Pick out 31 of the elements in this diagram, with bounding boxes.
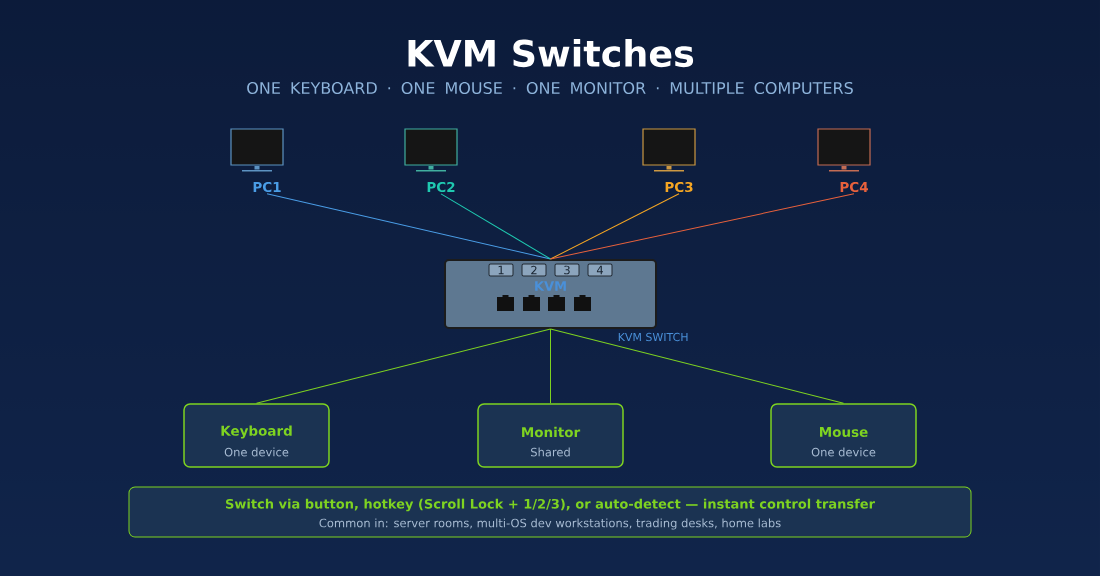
- box-title: Monitor: [522, 426, 581, 438]
- device-box: [770, 403, 917, 468]
- connector-line: [550, 193, 680, 260]
- port-button: 2: [521, 263, 547, 277]
- connector-line: [550, 193, 855, 260]
- box-subtitle: One device: [224, 447, 289, 457]
- connector-line: [550, 328, 551, 404]
- subtitle: ONE KEYBOARD · ONE MOUSE · ONE MONITOR · MULTIPLE COMPUTERS: [247, 81, 853, 95]
- connector-line: [266, 193, 551, 260]
- device-box: [183, 403, 330, 468]
- pc-label: PC1: [253, 181, 281, 193]
- box-title: Mouse: [820, 427, 868, 437]
- port-button: 4: [587, 263, 613, 277]
- caption-text: KVM SWITCH: [618, 332, 688, 342]
- device-box: [477, 403, 624, 468]
- title: KVM Switches: [408, 38, 694, 68]
- switch-label: KVM: [535, 281, 566, 291]
- note-title: Switch via button, hotkey (Scroll Lock + 1/2/3), or auto-detect — instant control transfer: [225, 498, 875, 512]
- pc-label: PC4: [840, 181, 868, 193]
- port-button: 1: [488, 263, 514, 277]
- pc-label: PC2: [427, 181, 455, 193]
- box-subtitle: Shared: [531, 447, 570, 457]
- pc-label: PC3: [665, 181, 693, 193]
- connector-line: [550, 328, 844, 404]
- box-title: Keyboard: [221, 425, 292, 439]
- note-text: Common in: server rooms, multi-OS dev workstations, trading desks, home labs: [319, 518, 781, 530]
- box-subtitle: One device: [811, 447, 876, 457]
- connector-line: [440, 193, 551, 260]
- port-button: 3: [554, 263, 580, 277]
- connector-line: [256, 328, 551, 404]
- note-box: [128, 486, 972, 538]
